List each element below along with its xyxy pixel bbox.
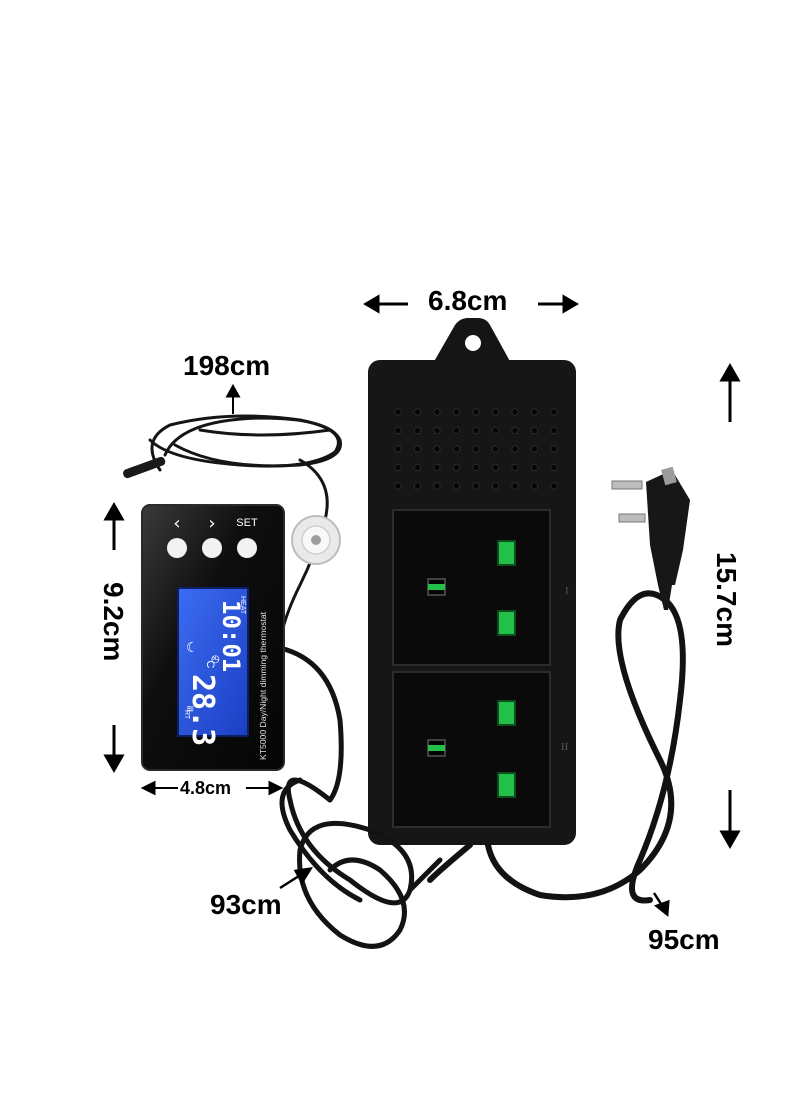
vent-hole: [511, 463, 519, 472]
vent-hole: [511, 408, 519, 416]
vent-hole: [511, 445, 519, 453]
vent-hole: [550, 426, 558, 435]
lcd-screen: [177, 587, 249, 737]
socket-2: [392, 671, 551, 828]
moon-icon: ☾: [186, 640, 199, 656]
lcd-heat: HEAT: [239, 596, 246, 615]
vent-hole: [413, 482, 422, 490]
vent-hole: [472, 463, 480, 472]
power-strip: I II: [368, 318, 576, 845]
height-label: 15.7cm: [711, 552, 742, 647]
set-label: SET: [236, 517, 258, 529]
vent-hole: [452, 408, 461, 416]
vent-hole: [550, 482, 558, 490]
vent-hole: [394, 482, 402, 490]
vent-hole: [530, 463, 539, 472]
controller-cable: [277, 645, 443, 949]
controller-cable-label: 93cm: [210, 889, 282, 920]
left-button[interactable]: [167, 538, 187, 558]
vent-hole: [433, 463, 441, 472]
vent-hole: [491, 408, 500, 416]
vent-hole: [491, 482, 500, 490]
vent-grid: [394, 408, 558, 490]
vent-hole: [511, 482, 519, 490]
vent-hole: [452, 426, 461, 435]
clock-icon: ◷: [211, 654, 220, 665]
power-cable: [427, 590, 686, 904]
controller-height-label: 9.2cm: [98, 582, 129, 662]
dimension-arrows: [103, 294, 741, 917]
hanging-hole: [465, 335, 481, 351]
socket-1-label: I: [565, 585, 569, 597]
vent-hole: [472, 408, 480, 416]
vent-hole: [491, 463, 500, 472]
set-button[interactable]: [237, 538, 257, 558]
vent-hole: [433, 408, 441, 416]
vent-hole: [491, 445, 500, 453]
vent-hole: [394, 463, 402, 472]
plug: [611, 466, 690, 610]
lcd-temperature: 28.3: [185, 674, 220, 746]
vent-hole: [530, 426, 539, 435]
vent-hole: [550, 408, 558, 416]
vent-hole: [413, 445, 422, 453]
vent-hole: [530, 482, 539, 490]
vent-hole: [394, 426, 402, 435]
socket-1: [392, 509, 551, 666]
vent-hole: [491, 426, 500, 435]
socket-2-label: II: [561, 741, 569, 753]
model-text: KT5000 Day/Night dimming thermostat: [258, 611, 268, 760]
controller-width-label: 4.8cm: [180, 778, 232, 798]
vent-hole: [472, 426, 480, 435]
vent-hole: [433, 482, 441, 490]
lcd-rt: RT: [183, 710, 190, 720]
vent-hole: [452, 482, 461, 490]
vent-hole: [472, 482, 480, 490]
vent-hole: [550, 445, 558, 453]
power-cable-label: 95cm: [648, 924, 720, 955]
thermometer-icon: ≋: [186, 704, 194, 715]
vent-hole: [413, 408, 422, 416]
vent-hole: [452, 445, 461, 453]
width-label: 6.8cm: [428, 285, 508, 316]
temperature-probe: [123, 456, 166, 479]
vent-hole: [413, 426, 422, 435]
vent-hole: [530, 408, 539, 416]
vent-hole: [394, 408, 402, 416]
right-arrow-icon: ›: [208, 513, 215, 534]
vent-hole: [452, 463, 461, 472]
right-button[interactable]: [202, 538, 222, 558]
vent-hole: [394, 445, 402, 453]
probe-cable-label: 198cm: [183, 350, 271, 381]
suction-cup: [291, 515, 341, 565]
vent-hole: [413, 463, 422, 472]
thermostat-controller: ‹ › SET 10:01 28.3 °C HEAT RT ☾ ◷ ≋ KT50…: [141, 504, 285, 771]
vent-hole: [433, 426, 441, 435]
vent-hole: [472, 445, 480, 453]
vent-hole: [530, 445, 539, 453]
vent-hole: [550, 463, 558, 472]
lcd-unit: °C: [204, 656, 216, 668]
vent-hole: [433, 445, 441, 453]
vent-hole: [511, 426, 519, 435]
lcd-time: 10:01: [217, 600, 245, 672]
left-arrow-icon: ‹: [173, 513, 180, 534]
probe-cable: [148, 414, 342, 642]
